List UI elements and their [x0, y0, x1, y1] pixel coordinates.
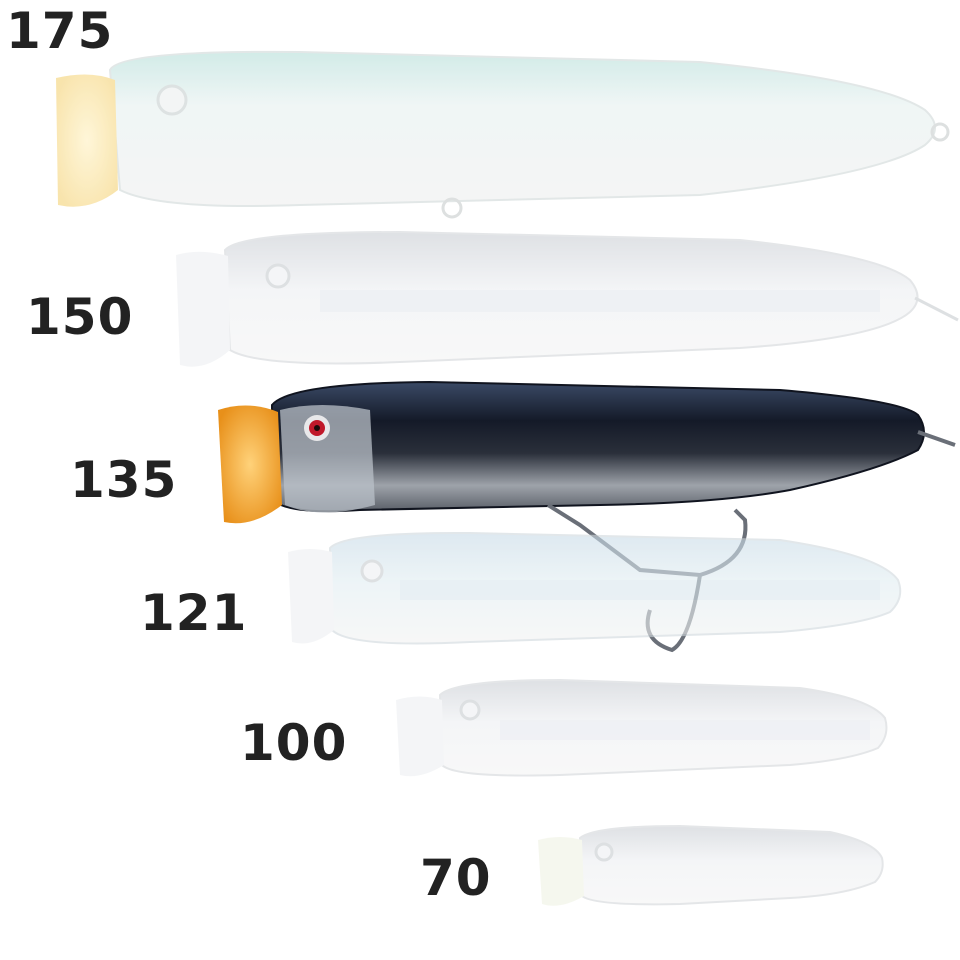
size-label-135: 135 — [70, 451, 178, 509]
lure-70 — [538, 824, 884, 906]
size-label-175: 175 — [6, 2, 114, 60]
size-label-121: 121 — [140, 584, 248, 642]
lure-150 — [176, 230, 959, 367]
size-label-70: 70 — [420, 849, 492, 907]
size-label-100: 100 — [240, 714, 348, 772]
size-label-150: 150 — [26, 288, 134, 346]
lure-135 — [218, 380, 956, 653]
lure-100 — [396, 678, 888, 777]
lure-121 — [288, 531, 902, 645]
lure-175 — [56, 50, 950, 219]
